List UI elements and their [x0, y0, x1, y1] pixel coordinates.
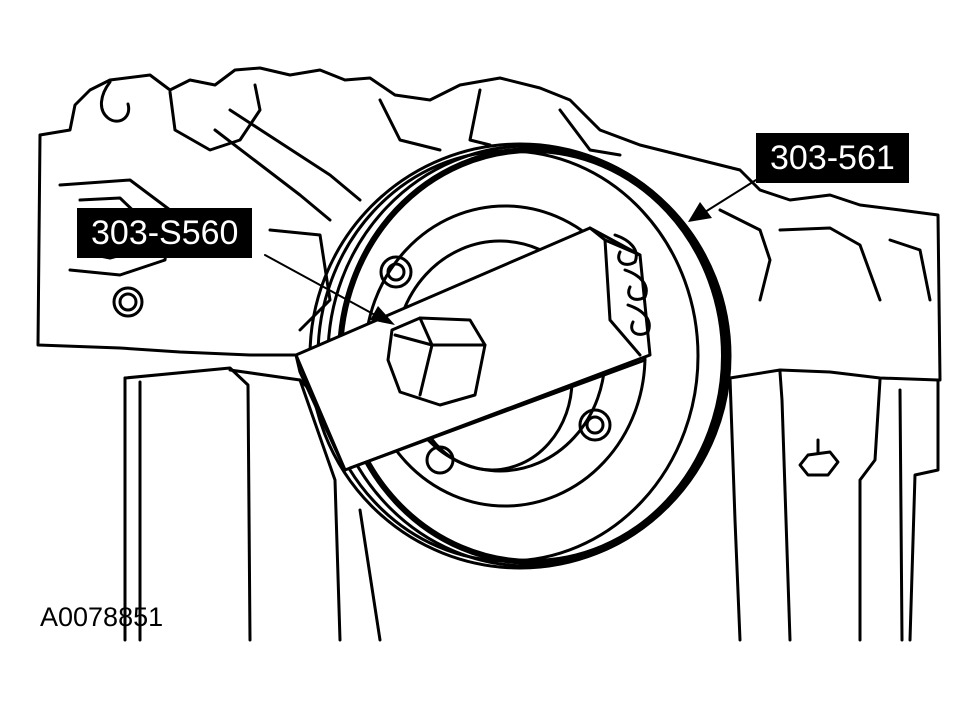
- oil-pan: [123, 366, 940, 642]
- callout-pulley-tool: 303-561: [756, 133, 909, 183]
- center-bolt: [386, 316, 487, 407]
- figure-id: A0078851: [40, 602, 164, 632]
- callout-holding-tool: 303-S560: [77, 208, 253, 258]
- engine-block: [36, 66, 942, 382]
- leader-lines: [264, 179, 757, 325]
